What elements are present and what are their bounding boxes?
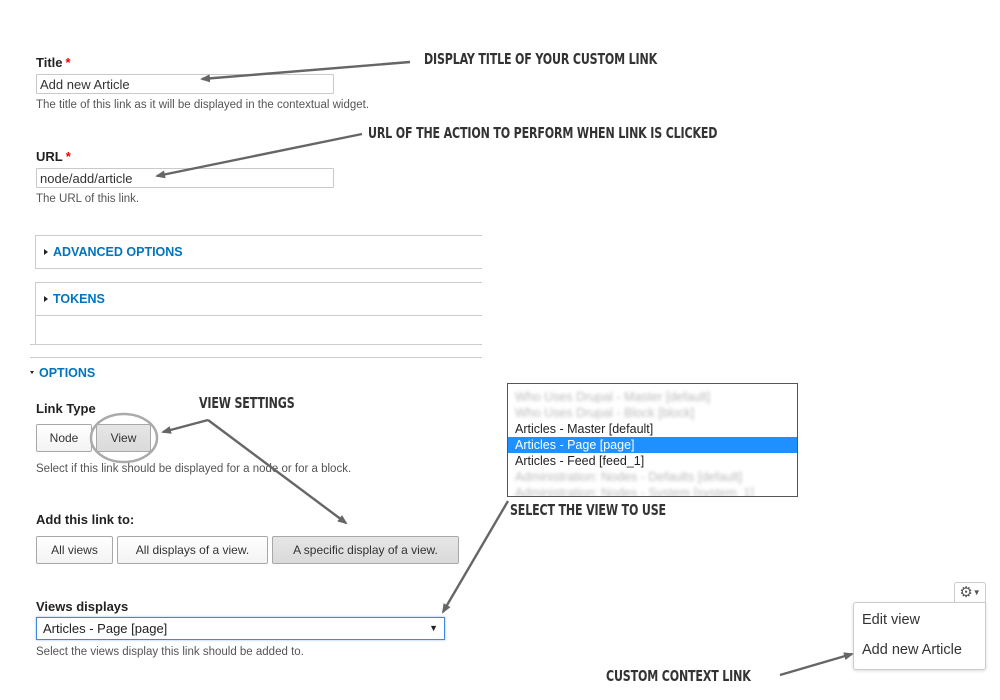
expanded-triangle-icon bbox=[30, 371, 34, 374]
views-displays-value: Articles - Page [page] bbox=[43, 621, 168, 636]
options-toggle[interactable]: OPTIONS bbox=[30, 366, 95, 380]
collapsed-triangle-icon bbox=[44, 296, 48, 302]
listbox-option[interactable]: Who Uses Drupal - Block [block] bbox=[515, 406, 695, 420]
specific-display-button[interactable]: A specific display of a view. bbox=[272, 536, 459, 564]
title-label: Title* bbox=[36, 55, 71, 70]
add-link-to-label: Add this link to: bbox=[36, 512, 135, 527]
url-input[interactable] bbox=[36, 168, 334, 188]
highlight-circle bbox=[89, 412, 159, 464]
required-mark: * bbox=[65, 55, 71, 70]
edit-view-link[interactable]: Edit view bbox=[862, 612, 921, 628]
required-mark: * bbox=[65, 149, 71, 164]
all-views-button[interactable]: All views bbox=[36, 536, 113, 564]
fieldset-border bbox=[35, 316, 36, 345]
tokens-toggle[interactable]: TOKENS bbox=[44, 292, 105, 306]
arrow-to-url bbox=[155, 132, 363, 179]
annotation-display-title: DISPLAY TITLE OF YOUR CUSTOM LINK bbox=[424, 50, 657, 68]
title-label-text: Title bbox=[36, 55, 63, 70]
listbox-option[interactable]: Articles - Feed [feed_1] bbox=[515, 454, 645, 468]
url-label: URL* bbox=[36, 149, 71, 164]
dropdown-arrow-icon: ▼ bbox=[429, 623, 438, 633]
link-type-description: Select if this link should be displayed … bbox=[36, 463, 352, 475]
annotation-select-view: SELECT THE VIEW TO USE bbox=[510, 501, 666, 519]
view-button[interactable]: View bbox=[96, 424, 151, 452]
chevron-down-icon: ▼ bbox=[972, 588, 981, 597]
listbox-option[interactable]: Administration: Nodes - System [system_1… bbox=[515, 486, 754, 497]
collapsed-triangle-icon bbox=[44, 249, 48, 255]
advanced-options-toggle[interactable]: ADVANCED OPTIONS bbox=[44, 245, 183, 259]
listbox-option[interactable]: Articles - Master [default] bbox=[515, 422, 654, 436]
title-input[interactable] bbox=[36, 74, 334, 94]
tokens-label: TOKENS bbox=[53, 292, 105, 306]
gear-icon: ⚙ bbox=[959, 584, 973, 601]
arrow-to-view-button bbox=[161, 418, 209, 434]
divider bbox=[30, 357, 482, 358]
listbox-option[interactable]: Who Uses Drupal - Master [default] bbox=[515, 390, 711, 404]
title-description: The title of this link as it will be dis… bbox=[36, 99, 370, 111]
views-displays-label: Views displays bbox=[36, 599, 129, 614]
listbox-option[interactable]: Administration: Nodes - Defaults [defaul… bbox=[515, 470, 743, 484]
advanced-options-fieldset: ADVANCED OPTIONS bbox=[35, 235, 482, 269]
contextual-gear-button[interactable]: ⚙▼ bbox=[954, 582, 986, 603]
views-displays-listbox[interactable]: Who Uses Drupal - Master [default] Who U… bbox=[507, 383, 798, 497]
url-description: The URL of this link. bbox=[36, 193, 140, 205]
listbox-option-selected[interactable]: Articles - Page [page] bbox=[508, 437, 797, 453]
annotation-custom-context: CUSTOM CONTEXT LINK bbox=[606, 667, 751, 685]
link-type-label: Link Type bbox=[36, 401, 96, 416]
contextual-links-menu: Edit view Add new Article bbox=[853, 602, 986, 670]
node-button[interactable]: Node bbox=[36, 424, 92, 452]
arrow-to-select bbox=[441, 500, 510, 614]
url-label-text: URL bbox=[36, 149, 63, 164]
advanced-options-label: ADVANCED OPTIONS bbox=[53, 245, 183, 259]
options-label: OPTIONS bbox=[39, 366, 96, 380]
add-new-article-link[interactable]: Add new Article bbox=[862, 642, 962, 658]
annotation-url-action: URL OF THE ACTION TO PERFORM WHEN LINK I… bbox=[368, 124, 718, 142]
all-displays-button[interactable]: All displays of a view. bbox=[117, 536, 268, 564]
annotation-view-settings: VIEW SETTINGS bbox=[199, 394, 295, 412]
arrow-to-title bbox=[200, 60, 411, 83]
arrow-to-specific-display bbox=[207, 419, 348, 525]
views-displays-select[interactable]: Articles - Page [page] ▼ bbox=[36, 617, 445, 640]
arrow-to-context-link bbox=[779, 652, 854, 677]
divider bbox=[30, 344, 482, 345]
views-displays-description: Select the views display this link shoul… bbox=[36, 646, 304, 658]
tokens-fieldset: TOKENS bbox=[35, 282, 482, 316]
